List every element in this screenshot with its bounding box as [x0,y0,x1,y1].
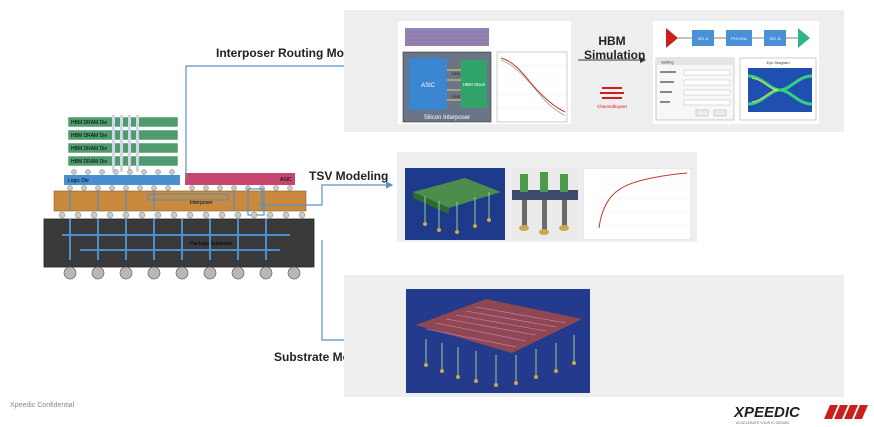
tsv-modeling-label: TSV Modeling [309,169,389,183]
arrow-tsv [258,181,394,206]
dram-die-label: HBM DRAM Die [71,146,107,152]
arrow-interposer-routing [185,62,394,180]
substrate-3d-view [406,289,590,393]
hbm-block-label: SEL A [698,36,709,41]
package-substrate [43,218,315,268]
logic-die-label: Logic Die [68,178,89,184]
confidential-note: Xpeedic Confidential [10,402,75,409]
routing-hbm-label: HBM Stack [463,82,486,87]
hbm-simulation-line2: Simulation [584,48,646,62]
hbm-dram-stack: HBM DRAM Die HBM DRAM Die HBM DRAM Die H… [67,115,179,172]
hbm-simulation-view: SEL A PHY/Ctrl SEL B Setting Eye Diagram [652,20,820,125]
tsv-closeup-view [512,168,578,240]
hbm-block-label: SEL B [769,36,781,41]
hbm-simulation-label: HBM Simulation [584,34,646,62]
silicon-interposer-label: Silicon Interposer [424,115,470,121]
dialog-title: Setting [661,60,673,65]
tsv-3d-view [405,168,505,240]
eye-diagram-title: Eye Diagram [766,60,790,65]
dram-die-label: HBM DRAM Die [71,133,107,139]
interposer-routing-view: ASIC HBM Stack CH1 CH2 Silicon Interpose… [397,20,572,125]
channel-expert-logo-icon: ChannelExpert [597,87,628,109]
brand-tagline: ACCELERATE YOUR IC DESIGN [736,421,789,425]
dram-die-label: HBM DRAM Die [71,120,107,126]
xpeedic-logo: XPEEDIC ACCELERATE YOUR IC DESIGN [733,404,868,425]
tsv-curve-plot [583,168,691,240]
hbm-simulation-line1: HBM [598,34,626,48]
asic-label: ASIC [280,177,292,183]
channel-expert-logo-text: ChannelExpert [597,104,628,109]
routing-asic-label: ASIC [421,83,436,89]
dram-die-label: HBM DRAM Die [71,159,107,165]
hbm-arrow-icon [578,57,646,63]
package-cross-section: HBM DRAM Die HBM DRAM Die HBM DRAM Die H… [43,115,315,280]
hbm-block-label: PHY/Ctrl [731,36,747,41]
brand-name: XPEEDIC [733,404,801,421]
logic-die [64,175,180,185]
interposer [53,190,307,212]
asic-die [185,173,295,185]
routing-channel-label: CH1 [452,71,461,76]
routing-channel-label: CH2 [452,94,461,99]
substrate-label: Package Substrate [190,241,232,247]
interposer-routing-label: Interposer Routing Modeling [216,46,380,60]
interposer-label: Interposer [190,200,213,206]
